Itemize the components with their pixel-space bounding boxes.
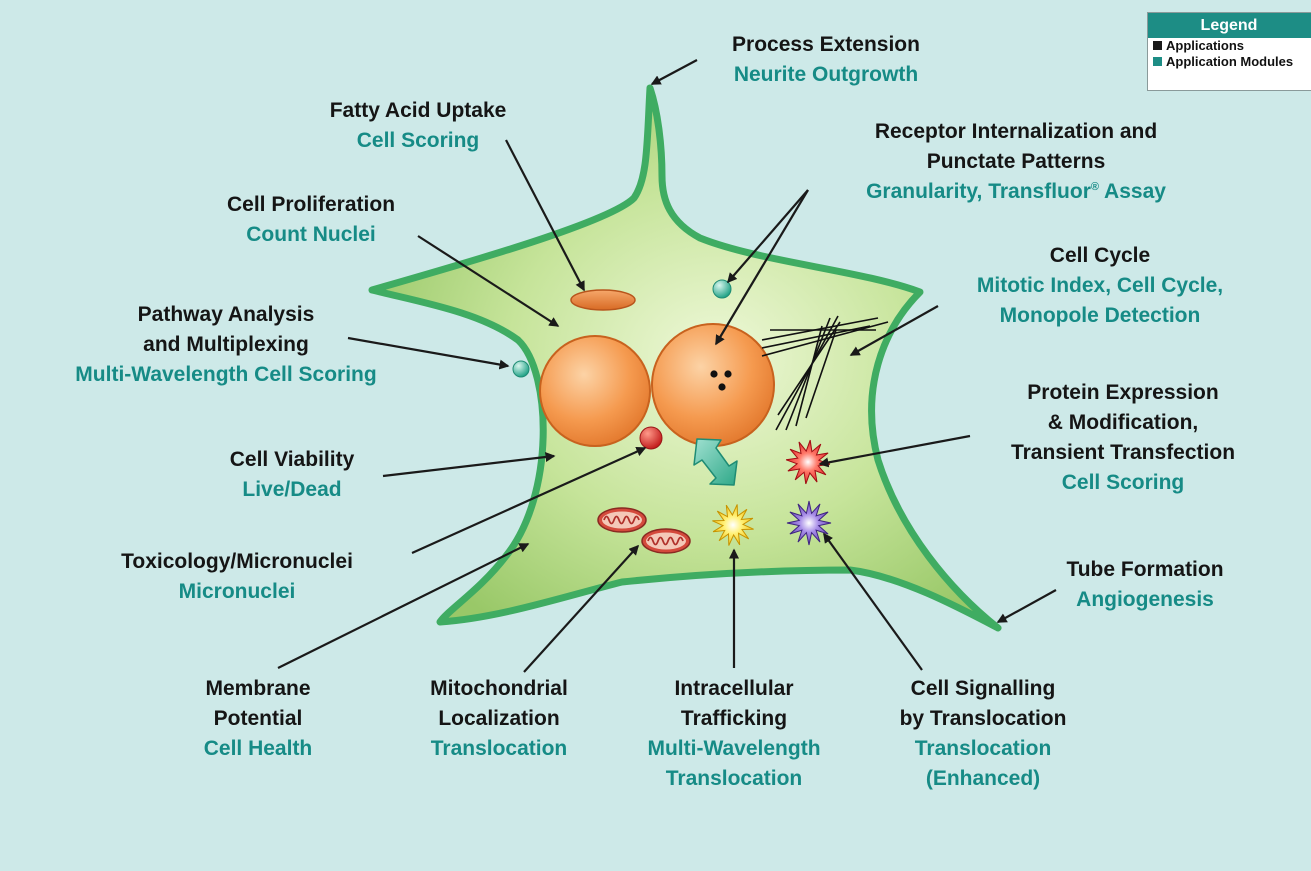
legend-swatch [1153, 57, 1162, 66]
application-text: & Modification, [1011, 408, 1235, 438]
label-cell-signalling: Cell Signalling by Translocation Translo… [900, 674, 1067, 794]
application-text: Intracellular [647, 674, 820, 704]
legend-title: Legend [1148, 13, 1311, 38]
module-text: Cell Scoring [330, 126, 507, 156]
punctate-dot [718, 383, 725, 390]
label-toxicology: Toxicology/Micronuclei Micronuclei [121, 547, 353, 607]
arrow-tube-formation [998, 590, 1056, 622]
label-process-extension: Process Extension Neurite Outgrowth [732, 30, 920, 90]
application-text: Cell Signalling [900, 674, 1067, 704]
module-text: Translocation [900, 734, 1067, 764]
label-mitochondrial-localization: Mitochondrial Localization Translocation [430, 674, 568, 764]
application-text: Toxicology/Micronuclei [121, 547, 353, 577]
label-receptor-internalization: Receptor Internalization and Punctate Pa… [866, 117, 1166, 207]
application-text: Process Extension [732, 30, 920, 60]
label-intracellular-trafficking: Intracellular Trafficking Multi-Waveleng… [647, 674, 820, 794]
module-text: Live/Dead [230, 475, 355, 505]
application-text: Localization [430, 704, 568, 734]
module-text: (Enhanced) [900, 764, 1067, 794]
punctate-dot [710, 370, 717, 377]
application-text: Transient Transfection [1011, 438, 1235, 468]
punctate-dot [724, 370, 731, 377]
module-text: Translocation [430, 734, 568, 764]
application-text: Punctate Patterns [866, 147, 1166, 177]
label-membrane-potential: Membrane Potential Cell Health [204, 674, 313, 764]
label-cell-cycle: Cell Cycle Mitotic Index, Cell Cycle, Mo… [977, 241, 1223, 331]
application-text: Fatty Acid Uptake [330, 96, 507, 126]
legend-label: Applications [1166, 38, 1244, 53]
mitochondrion [642, 529, 690, 553]
module-text: Count Nuclei [227, 220, 395, 250]
module-text: Angiogenesis [1066, 585, 1223, 615]
application-text: Receptor Internalization and [866, 117, 1166, 147]
legend-item-modules: Application Modules [1148, 54, 1311, 70]
application-text: Tube Formation [1066, 555, 1223, 585]
application-text: Protein Expression [1011, 378, 1235, 408]
legend-label: Application Modules [1166, 54, 1293, 69]
label-tube-formation: Tube Formation Angiogenesis [1066, 555, 1223, 615]
arrow-cell-viability [383, 456, 554, 476]
application-text: Cell Proliferation [227, 190, 395, 220]
module-text: Monopole Detection [977, 301, 1223, 331]
module-text: Cell Scoring [1011, 468, 1235, 498]
legend-box: Legend Applications Application Modules [1147, 12, 1311, 91]
module-text: Translocation [647, 764, 820, 794]
module-text: Granularity, Transfluor® Assay [866, 177, 1166, 207]
module-text: Multi-Wavelength Cell Scoring [75, 360, 376, 390]
teal-vesicle [513, 361, 529, 377]
label-pathway-analysis: Pathway Analysis and Multiplexing Multi-… [75, 300, 376, 390]
application-text: Trafficking [647, 704, 820, 734]
label-fatty-acid-uptake: Fatty Acid Uptake Cell Scoring [330, 96, 507, 156]
mitochondrion [598, 508, 646, 532]
fatty-acid-droplet [571, 290, 635, 310]
application-text: Cell Viability [230, 445, 355, 475]
micronucleus [640, 427, 662, 449]
nucleus-right [652, 324, 774, 446]
module-text: Neurite Outgrowth [732, 60, 920, 90]
application-text: and Multiplexing [75, 330, 376, 360]
teal-vesicle [713, 280, 731, 298]
application-text: Membrane [204, 674, 313, 704]
application-text: Pathway Analysis [75, 300, 376, 330]
module-text: Micronuclei [121, 577, 353, 607]
label-protein-expression: Protein Expression & Modification, Trans… [1011, 378, 1235, 498]
module-text: Multi-Wavelength [647, 734, 820, 764]
label-cell-viability: Cell Viability Live/Dead [230, 445, 355, 505]
legend-item-applications: Applications [1148, 38, 1311, 54]
module-text: Cell Health [204, 734, 313, 764]
nucleus-left [540, 336, 650, 446]
module-text: Mitotic Index, Cell Cycle, [977, 271, 1223, 301]
legend-swatch [1153, 41, 1162, 50]
application-text: Potential [204, 704, 313, 734]
label-cell-proliferation: Cell Proliferation Count Nuclei [227, 190, 395, 250]
application-text: Mitochondrial [430, 674, 568, 704]
application-text: Cell Cycle [977, 241, 1223, 271]
arrow-process-extension [652, 60, 697, 84]
application-text: by Translocation [900, 704, 1067, 734]
